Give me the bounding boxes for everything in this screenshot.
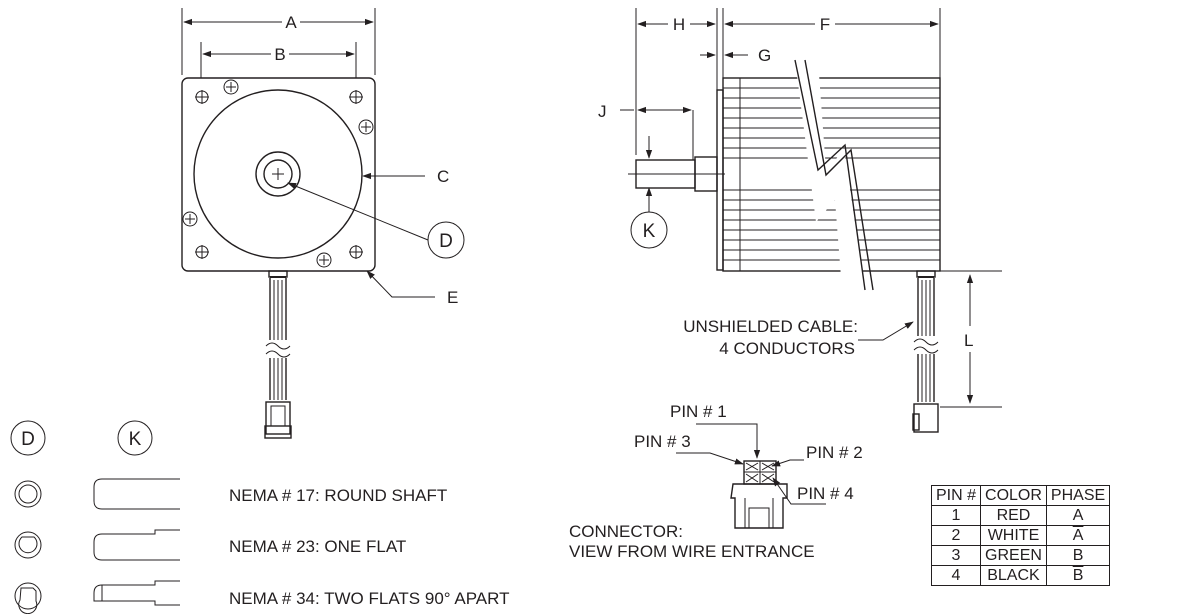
shaft-legend: D K NEMA # 17: ROUND SHAFT NEMA # 23: ON…: [10, 420, 509, 614]
pin-2-label: PIN # 2: [806, 443, 863, 462]
table-cell-phase: A: [1045, 505, 1111, 526]
table-header-row: PIN # COLOR PHASE: [930, 485, 1111, 506]
table-cell-color: RED: [980, 505, 1047, 526]
cable-note-line1: UNSHIELDED CABLE:: [683, 317, 858, 336]
dim-label-j: J: [598, 102, 607, 121]
dim-label-g: G: [758, 46, 771, 65]
legend-row-2: NEMA # 23: ONE FLAT: [229, 537, 406, 556]
legend-row-3: NEMA # 34: TWO FLATS 90° APART: [229, 589, 509, 608]
mounting-hole: [195, 90, 363, 259]
connector-note-line1: CONNECTOR:: [569, 522, 683, 541]
table-cell-color: GREEN: [980, 545, 1047, 566]
connector-detail: PIN # 1 PIN # 3 PIN # 2 PIN # 4 CONNECTO…: [569, 402, 863, 561]
pin-3-label: PIN # 3: [634, 432, 691, 451]
motor-body: [722, 77, 941, 272]
table-header-phase: PHASE: [1045, 485, 1111, 506]
two-flat-shaft-icon: [14, 582, 42, 610]
dim-label-k: K: [643, 221, 656, 242]
table-cell-pin: 1: [930, 505, 982, 526]
table-cell-phase: B: [1045, 545, 1111, 566]
table-row: 4 BLACK B: [930, 565, 1111, 586]
dim-label-e: E: [447, 288, 458, 307]
dim-label-a: A: [285, 13, 297, 32]
legend-row-1: NEMA # 17: ROUND SHAFT: [229, 486, 447, 505]
legend-header-k: K: [129, 429, 142, 450]
table-cell-phase: B: [1045, 565, 1111, 586]
table-row: 1 RED A: [930, 505, 1111, 526]
pin-4-label: PIN # 4: [797, 484, 854, 503]
motor-pilot-circle: [193, 89, 363, 259]
table-row: 2 WHITE A: [930, 525, 1111, 546]
dim-label-f: F: [820, 15, 830, 34]
table-cell-color: BLACK: [980, 565, 1047, 586]
dim-label-d: D: [439, 231, 453, 252]
pin-phase-table: PIN # COLOR PHASE 1 RED A 2 WHITE A 3 GR…: [930, 485, 1111, 586]
dim-label-l: L: [964, 331, 973, 350]
front-cable: [264, 270, 292, 439]
connector-note-line2: VIEW FROM WIRE ENTRANCE: [569, 542, 815, 561]
pin-1-label: PIN # 1: [670, 402, 727, 421]
cable-note-line2: 4 CONDUCTORS: [719, 339, 855, 358]
table-row: 3 GREEN B: [930, 545, 1111, 566]
table-cell-pin: 2: [930, 525, 982, 546]
table-cell-color: WHITE: [980, 525, 1047, 546]
round-shaft-icon: [14, 480, 42, 508]
table-cell-pin: 3: [930, 545, 982, 566]
table-header-color: COLOR: [980, 485, 1047, 506]
side-cable: [912, 270, 939, 433]
dim-label-b: B: [274, 45, 285, 64]
shaft-end: [263, 159, 293, 189]
front-view: A B C D: [181, 8, 465, 439]
cooling-fins: [723, 78, 940, 271]
table-header-pin: PIN #: [930, 485, 982, 506]
dim-label-c: C: [437, 167, 449, 186]
legend-header-d: D: [21, 429, 35, 450]
dim-label-h: H: [673, 15, 685, 34]
side-view: H F G J K: [598, 8, 1002, 433]
one-flat-shaft-icon: [14, 531, 42, 559]
table-cell-pin: 4: [930, 565, 982, 586]
screw-icon: [182, 79, 374, 268]
table-cell-phase: A: [1045, 525, 1111, 546]
